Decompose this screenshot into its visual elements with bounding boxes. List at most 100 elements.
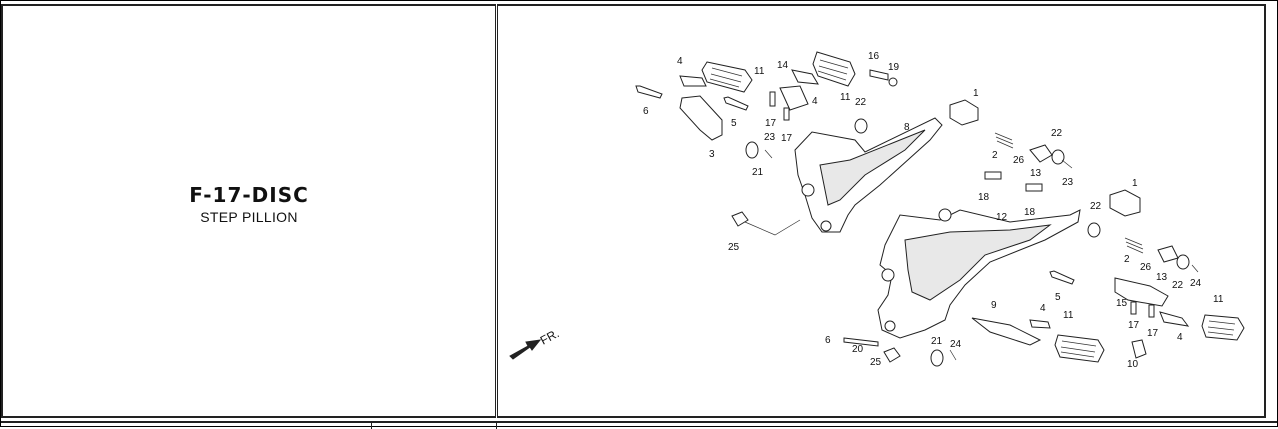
holder-9 — [971, 317, 1042, 346]
callout-number: 17 — [1147, 328, 1159, 339]
pin-6 — [635, 85, 663, 99]
diagram-cell — [497, 4, 1266, 418]
callout-number: 22 — [1090, 201, 1102, 212]
callout-number: 4 — [677, 56, 683, 67]
callout-number: 13 — [1156, 272, 1168, 283]
plate-14 — [779, 85, 809, 111]
plate-4b — [791, 69, 819, 85]
bolt-17d — [1148, 304, 1155, 318]
callout-number: 26 — [1013, 155, 1025, 166]
callout-number: 17 — [765, 118, 777, 129]
bracket-lower-hole — [884, 320, 896, 332]
washer-21b — [930, 349, 944, 367]
callout-number: 21 — [752, 167, 764, 178]
callout-number: 5 — [1055, 292, 1061, 303]
callout-number: 12 — [996, 212, 1008, 223]
callout-number: 4 — [1177, 332, 1183, 343]
callout-number: 6 — [825, 335, 831, 346]
callout-number: 1 — [973, 88, 979, 99]
callout-number: 3 — [709, 149, 715, 160]
washer-22d — [1176, 254, 1190, 270]
callout-number: 22 — [1051, 128, 1063, 139]
callout-number: 24 — [1190, 278, 1202, 289]
part-info-cell: F-17-DISC STEP PILLION — [1, 4, 496, 418]
pin-5 — [723, 96, 749, 111]
callout-number: 2 — [1124, 254, 1130, 265]
bolt-25b — [883, 347, 901, 363]
bottom-strip — [1, 421, 1277, 429]
callout-number: 19 — [888, 62, 900, 73]
part-code: F-17-DISC — [189, 183, 309, 207]
callout-number: 23 — [1062, 177, 1074, 188]
holder-3 — [679, 95, 723, 141]
callout-number: 23 — [764, 132, 776, 143]
nut-19 — [888, 77, 898, 87]
bracket-lower-hole — [938, 208, 952, 222]
callout-number: 1 — [1132, 178, 1138, 189]
bracket-upper-inner — [819, 129, 926, 206]
footpeg-upper-left — [701, 61, 753, 93]
callout-number: 11 — [754, 66, 765, 77]
callout-number: 4 — [1040, 303, 1046, 314]
plate-13a — [1029, 144, 1053, 163]
callout-number: 25 — [728, 242, 740, 253]
pin-6b — [843, 337, 879, 347]
callout-number: 16 — [868, 51, 880, 62]
washer-22a — [854, 118, 868, 134]
plate-4d — [1159, 311, 1190, 327]
part-title: STEP PILLION — [200, 209, 298, 225]
callout-number: 17 — [1128, 320, 1140, 331]
callout-number: 11 — [1063, 310, 1074, 321]
callout-number: 11 — [840, 92, 851, 103]
callout-number: 25 — [870, 357, 882, 368]
spring-2a — [994, 132, 1014, 149]
bolt-17a — [769, 91, 776, 107]
callout-number: 5 — [731, 118, 737, 129]
bracket-upper-hole — [820, 220, 832, 232]
pin-5b — [1049, 270, 1075, 285]
callout-number: 6 — [643, 106, 649, 117]
callout-number: 13 — [1030, 168, 1042, 179]
callout-number: 15 — [1116, 298, 1128, 309]
callout-number: 10 — [1127, 359, 1139, 370]
washer-21a — [745, 141, 759, 159]
callout-number: 24 — [950, 339, 962, 350]
spring-2b — [1124, 237, 1144, 254]
footpeg-lower-right — [1201, 314, 1245, 341]
plate-4c — [1029, 319, 1051, 329]
callout-number: 17 — [781, 133, 793, 144]
bolt-18a — [984, 171, 1002, 180]
washer-22b — [1051, 149, 1065, 165]
plate-13b — [1157, 245, 1179, 263]
footpeg-upper-right — [812, 51, 856, 87]
callout-number: 22 — [855, 97, 867, 108]
front-direction-arrow: FR. — [509, 326, 562, 360]
bolt-17b — [783, 107, 790, 121]
washer-22c — [1087, 222, 1101, 238]
holder-15 — [1114, 277, 1169, 307]
cotter-pins — [764, 149, 1199, 361]
bracket-lower-inner — [904, 224, 1052, 301]
bolt-10 — [1131, 339, 1147, 359]
callout-number: 26 — [1140, 262, 1152, 273]
callout-labels: 1 1 2 2 3 4 4 4 4 5 5 6 6 8 9 10 11 11 1… — [643, 51, 1224, 370]
plate-4a — [679, 75, 707, 87]
bolt-17c — [1130, 301, 1137, 315]
callout-number: 11 — [1213, 294, 1224, 305]
callout-number: 4 — [812, 96, 818, 107]
callout-number: 18 — [1024, 207, 1036, 218]
bracket-lower-hole — [881, 268, 895, 282]
callout-number: 9 — [991, 300, 997, 311]
footpeg-lower-mid — [1054, 334, 1105, 363]
callout-number: 8 — [904, 122, 910, 133]
bolt-25a — [731, 211, 749, 227]
callout-number: 2 — [992, 150, 998, 161]
front-direction-label: FR. — [538, 326, 562, 347]
callout-number: 14 — [777, 60, 789, 71]
callout-number: 18 — [978, 192, 990, 203]
callout-number: 22 — [1172, 280, 1184, 291]
bracket-upper-hole — [801, 183, 815, 197]
collar-1a — [949, 99, 979, 126]
collar-1b — [1109, 189, 1141, 217]
